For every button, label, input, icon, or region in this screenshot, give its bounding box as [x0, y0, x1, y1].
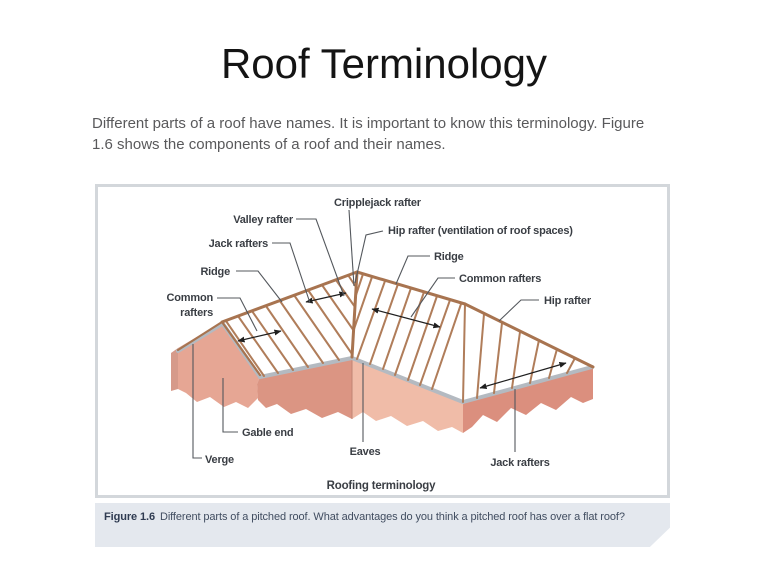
wall-left-return — [171, 348, 178, 391]
ridge-right-member — [355, 270, 467, 306]
verge-member-right — [220, 320, 262, 377]
label-hip-rafter-right: Hip rafter — [544, 295, 592, 307]
label-cripplejack-rafter: Cripplejack rafter — [334, 197, 422, 209]
arrow-hip-jacks — [479, 361, 567, 390]
span-arrows — [237, 291, 567, 390]
label-jack-rafters-bottom: Jack rafters — [490, 457, 549, 469]
leader-hip-right — [498, 299, 539, 322]
figure-caption-label: Figure 1.6 — [104, 511, 155, 523]
label-ridge-left: Ridge — [200, 266, 230, 278]
figure-caption: Figure 1.6 Different parts of a pitched r… — [95, 503, 670, 547]
label-common-rafters-right: Common rafters — [459, 273, 541, 285]
wall-front — [352, 357, 463, 433]
wall-gable-end — [178, 322, 260, 408]
leader-jack-top — [272, 242, 311, 304]
leader-ridge-left — [236, 270, 283, 303]
leader-gable-end — [222, 378, 238, 433]
leader-verge — [192, 344, 202, 459]
fascia-eave-left — [258, 356, 354, 379]
leader-common-left — [217, 297, 258, 332]
wall-right-end — [463, 367, 593, 433]
common-rafters-left-slope — [225, 274, 357, 377]
verge-member-left — [176, 320, 224, 352]
figure-caption-text: Different parts of a pitched roof. What … — [159, 511, 625, 523]
leader-lines — [192, 209, 539, 459]
leader-valley — [296, 218, 345, 297]
label-jack-rafters-top: Jack rafters — [209, 238, 268, 250]
ridge-and-hip-members — [176, 270, 595, 377]
label-hip-rafter-ventilation: Hip rafter (ventilation of roof spaces) — [388, 225, 573, 237]
arrow-main-slope — [371, 307, 441, 329]
leader-cripplejack — [348, 209, 355, 287]
label-verge: Verge — [205, 454, 234, 466]
arrow-left-slope — [237, 329, 282, 343]
roof-walls — [171, 322, 593, 433]
label-common-rafters-left-line1: Common — [167, 292, 214, 304]
label-gable-end: Gable end — [242, 427, 293, 439]
label-ridge-right: Ridge — [434, 251, 464, 263]
label-common-rafters-left-line2: rafters — [180, 307, 213, 319]
diagram-caption: Roofing terminology — [327, 480, 436, 492]
hip-rafter-member — [463, 302, 595, 369]
leader-common-right — [410, 277, 455, 318]
arrow-valley-jacks — [305, 291, 347, 304]
diagram-labels: Cripplejack rafter Valley rafter Jack ra… — [167, 197, 592, 492]
valley-rafter-member — [350, 270, 359, 359]
leader-ridge-right — [395, 255, 430, 285]
label-valley-rafter: Valley rafter — [233, 214, 294, 226]
intro-text: Different parts of a roof have names. It… — [92, 115, 645, 153]
ridge-left-member — [220, 270, 359, 324]
label-eaves: Eaves — [350, 446, 381, 458]
page-title: Roof Terminology — [220, 40, 548, 87]
leader-hip-vent — [354, 230, 384, 284]
